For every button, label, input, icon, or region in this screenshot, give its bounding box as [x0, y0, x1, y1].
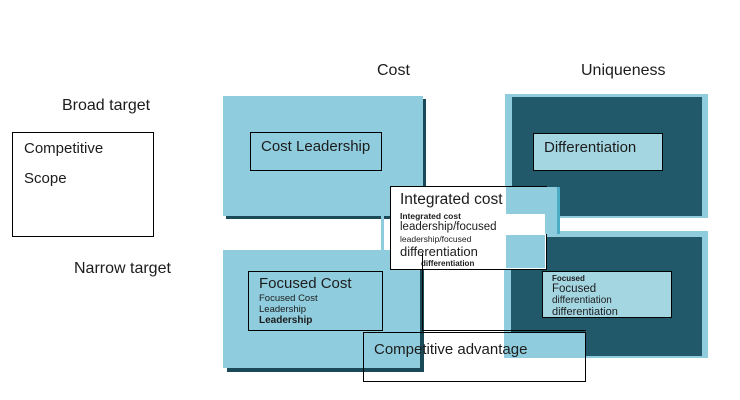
cost-axis-label: Cost [377, 62, 410, 79]
focused-diff-line4: differentiation [552, 306, 618, 318]
cost-leadership-box: Cost Leadership [250, 132, 382, 171]
competitive-scope-line1: Competitive [24, 140, 104, 157]
overlap-patch-right-mid [545, 214, 560, 234]
connector-outline [422, 253, 586, 331]
overlap-patch-left-sliver [381, 185, 384, 253]
overlap-patch-lower [506, 235, 545, 268]
integrated-line1: Integrated cost [400, 191, 503, 208]
integrated-line2: Integrated cost [400, 211, 461, 221]
focused-cost-box: Focused Cost Focused Cost Leadership Lea… [248, 271, 383, 331]
broad-target-label: Broad target [62, 97, 151, 114]
focused-cost-line4: Leadership [259, 315, 313, 326]
focused-cost-line2: Focused Cost [259, 293, 318, 304]
focused-cost-line3: Leadership [259, 304, 307, 315]
uniqueness-axis-label: Uniqueness [581, 62, 666, 79]
differentiation-box: Differentiation [533, 133, 663, 171]
focused-diff-line3: differentiation [552, 295, 612, 306]
focused-diff-line1: Focused [552, 274, 585, 283]
competitive-scope-line2: Scope [24, 170, 67, 187]
integrated-line4: leadership/focused [400, 234, 472, 244]
integrated-line5: differentiation [400, 244, 478, 259]
overlap-patch-right-top [506, 187, 560, 214]
broad-cost-panel [223, 96, 423, 216]
overlap-patch-advantage [507, 332, 585, 357]
narrow-cost-panel [223, 250, 420, 368]
competitive-scope-box: Competitive Scope [12, 132, 154, 237]
focused-diff-line2: Focused [552, 283, 597, 295]
narrow-target-label: Narrow target [74, 260, 171, 277]
competitive-advantage-box: Competitive advantage [363, 332, 586, 382]
integrated-line6: differentiation [421, 259, 475, 268]
competitive-advantage-label: Competitive advantage [374, 341, 528, 358]
focused-differentiation-box: Focused Focused differentiation differen… [542, 271, 672, 318]
cost-leadership-label: Cost Leadership [261, 138, 371, 155]
integrated-line3: leadership/focused [400, 221, 497, 233]
differentiation-label: Differentiation [544, 139, 637, 156]
focused-cost-line1: Focused Cost [259, 275, 352, 292]
